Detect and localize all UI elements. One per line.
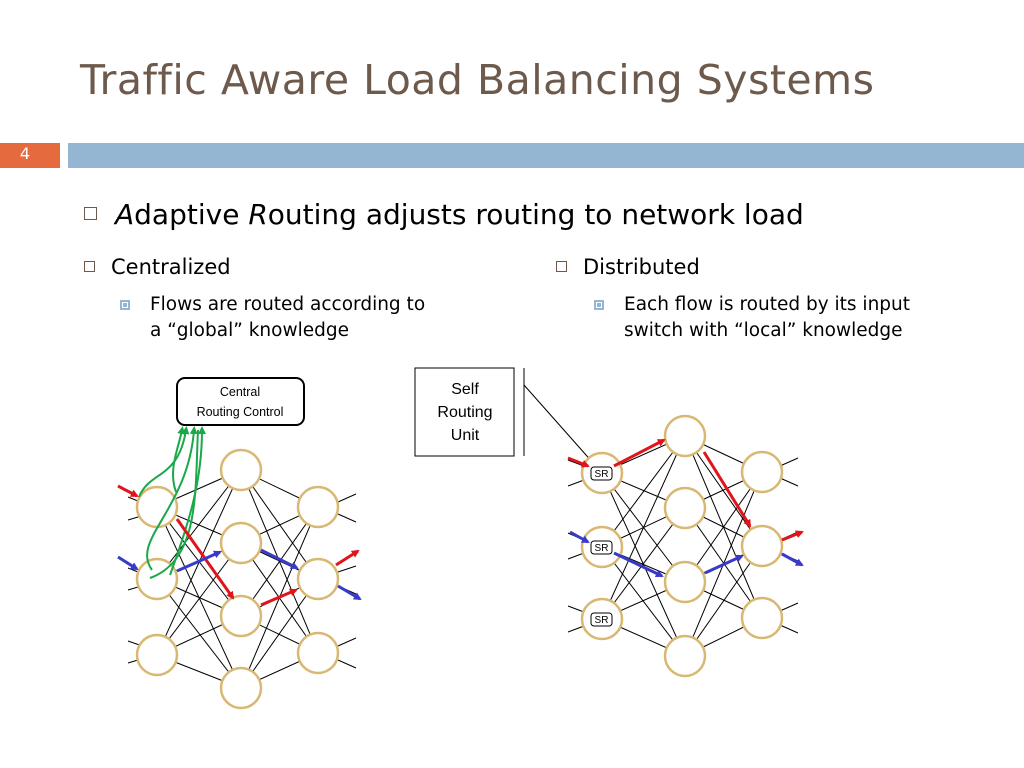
distributed-desc-line2: switch with “local” knowledge xyxy=(624,320,903,341)
italic-letter-r: R xyxy=(248,198,268,231)
self-routing-line2: Routing xyxy=(437,404,492,421)
bullet-adaptive-routing: Adaptive Routing adjusts routing to netw… xyxy=(84,198,804,231)
node xyxy=(663,486,707,530)
distributed-flows xyxy=(567,438,804,578)
sr-labels: SR SR SR xyxy=(590,466,613,627)
title-accent-bar xyxy=(68,143,1024,168)
central-control-line1: Central xyxy=(220,385,260,399)
node xyxy=(296,557,340,601)
bullet-text-part1: daptive xyxy=(134,198,249,231)
slide-title: Traffic Aware Load Balancing Systems xyxy=(80,56,875,104)
node xyxy=(219,666,263,710)
hollow-square-bullet-icon xyxy=(556,261,567,272)
distributed-desc-line1: Each flow is routed by its input xyxy=(624,294,911,315)
node xyxy=(740,596,784,640)
self-routing-unit: Self Routing Unit xyxy=(414,367,515,457)
node xyxy=(296,631,340,675)
italic-letter-a: A xyxy=(115,198,135,231)
self-routing-line1: Self xyxy=(451,381,479,398)
bullet-centralized: Centralized xyxy=(84,255,231,279)
node xyxy=(219,594,263,638)
control-signals xyxy=(138,426,206,579)
central-control-line2: Routing Control xyxy=(197,405,284,419)
centralized-label: Centralized xyxy=(111,255,231,279)
centralized-flows xyxy=(117,484,362,607)
bullet-distributed: Distributed xyxy=(556,255,700,279)
sub-bullet-distributed: Each flow is routed by its input switch … xyxy=(594,292,910,344)
node xyxy=(219,521,263,565)
node xyxy=(296,485,340,529)
filled-square-bullet-icon xyxy=(594,300,604,310)
bullet-text-part2: outing adjusts routing to network load xyxy=(267,198,804,231)
node xyxy=(663,560,707,604)
distributed-label: Distributed xyxy=(583,255,700,279)
node xyxy=(663,634,707,678)
node xyxy=(740,450,784,494)
filled-square-bullet-icon xyxy=(120,300,130,310)
hollow-square-bullet-icon xyxy=(84,261,95,272)
slide-number-box: 4 xyxy=(0,143,60,168)
node xyxy=(135,485,179,529)
sr-label-3: SR xyxy=(595,615,609,626)
slide-number: 4 xyxy=(19,144,30,163)
centralized-desc-line2: a “global” knowledge xyxy=(150,320,349,341)
central-routing-control: Central Routing Control xyxy=(176,377,305,426)
node xyxy=(219,448,263,492)
sr-label-2: SR xyxy=(595,543,609,554)
node xyxy=(663,414,707,458)
self-routing-line3: Unit xyxy=(451,427,480,444)
sub-bullet-centralized: Flows are routed according to a “global”… xyxy=(120,292,425,344)
node xyxy=(740,524,784,568)
sr-label-1: SR xyxy=(595,469,609,480)
node xyxy=(135,633,179,677)
hollow-square-bullet-icon xyxy=(84,207,97,220)
centralized-desc-line1: Flows are routed according to xyxy=(150,294,426,315)
centralized-nodes xyxy=(135,448,340,710)
